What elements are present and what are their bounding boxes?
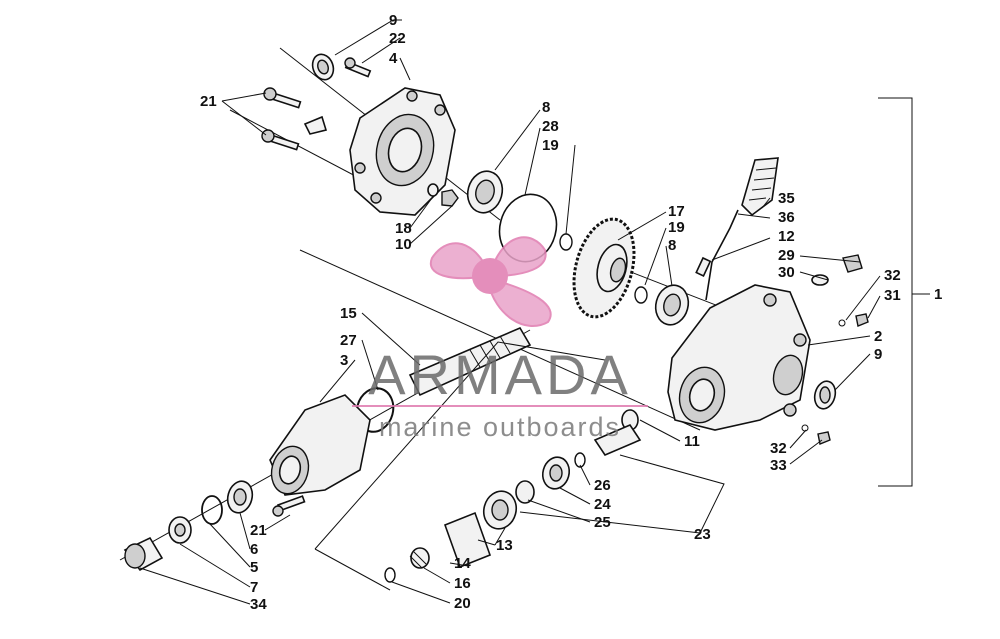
callout-25: 25	[594, 514, 611, 531]
logo-brand-text: ARMADA	[368, 343, 632, 406]
callout-19-mid: 19	[668, 219, 685, 236]
callout-32-bottom: 32	[770, 440, 787, 457]
callout-12: 12	[778, 228, 795, 245]
plug-part	[811, 254, 863, 286]
driveshaft-part	[408, 326, 532, 397]
bearing-lower-part	[654, 284, 690, 326]
callout-15: 15	[340, 305, 357, 322]
callout-28: 28	[542, 118, 559, 135]
callout-6: 6	[250, 541, 258, 558]
callout-8-top: 8	[542, 99, 550, 116]
callout-31: 31	[884, 287, 901, 304]
shim-19-part	[559, 233, 573, 251]
cover-housing-part	[349, 87, 456, 216]
logo-tagline-text: marine outboards	[379, 412, 621, 442]
propeller-icon	[429, 236, 552, 327]
armada-logo: ARMADA marine outboards	[352, 236, 648, 442]
callout-9-right: 9	[874, 346, 882, 363]
small-plate-part	[303, 115, 328, 135]
callout-3: 3	[340, 352, 348, 369]
callout-17: 17	[668, 203, 685, 220]
bolt-21b-part	[272, 495, 306, 517]
bolts-21-part	[261, 87, 302, 151]
boot-part	[741, 157, 779, 217]
callout-10: 10	[395, 236, 412, 253]
callout-26: 26	[594, 477, 611, 494]
callout-21-top: 21	[200, 93, 217, 110]
callout-2: 2	[874, 328, 882, 345]
bearing-upper-part	[466, 170, 504, 214]
callout-19-top: 19	[542, 137, 559, 154]
callout-7: 7	[250, 579, 258, 596]
callout-30: 30	[778, 264, 795, 281]
pinion-part	[593, 409, 642, 456]
nut-washer-part	[427, 183, 459, 207]
callout-32-top: 32	[884, 267, 901, 284]
callout-35: 35	[778, 190, 795, 207]
callout-1: 1	[934, 286, 942, 303]
callout-13: 13	[496, 537, 513, 554]
callout-21-bottom: 21	[250, 522, 267, 539]
bolt-22-part	[344, 57, 372, 78]
callout-24: 24	[594, 496, 611, 513]
callout-22: 22	[389, 30, 406, 47]
shim-19b-part	[634, 286, 648, 304]
cable-part	[695, 209, 739, 301]
callout-36: 36	[778, 209, 795, 226]
callout-11: 11	[684, 433, 700, 450]
callout-34: 34	[250, 596, 267, 613]
callout-33: 33	[770, 457, 787, 474]
bolt-31-part	[838, 313, 869, 327]
callout-14: 14	[454, 555, 471, 572]
seal-top-part	[311, 53, 335, 81]
callout-23: 23	[694, 526, 711, 543]
callout-4: 4	[389, 50, 398, 67]
callout-8-mid: 8	[668, 237, 676, 254]
callout-18: 18	[395, 220, 412, 237]
seal-right-part	[813, 380, 837, 410]
lower-right-stack-part	[384, 452, 586, 583]
callout-9-top: 9	[389, 12, 397, 29]
callout-5: 5	[250, 559, 258, 576]
ring-gear-part	[572, 217, 636, 319]
bearing-housing-part	[269, 394, 371, 496]
lower-left-stack-part	[123, 480, 254, 572]
gearcase-part	[667, 284, 811, 431]
callout-29: 29	[778, 247, 795, 264]
callout-20: 20	[454, 595, 471, 612]
callout-16: 16	[454, 575, 471, 592]
callout-labels: 9 22 4 21 8 28 19 18 10 17 19 8 35 36 12…	[200, 12, 942, 613]
leader-lines	[139, 19, 930, 605]
bolt-33-part	[801, 424, 831, 445]
callout-27: 27	[340, 332, 357, 349]
